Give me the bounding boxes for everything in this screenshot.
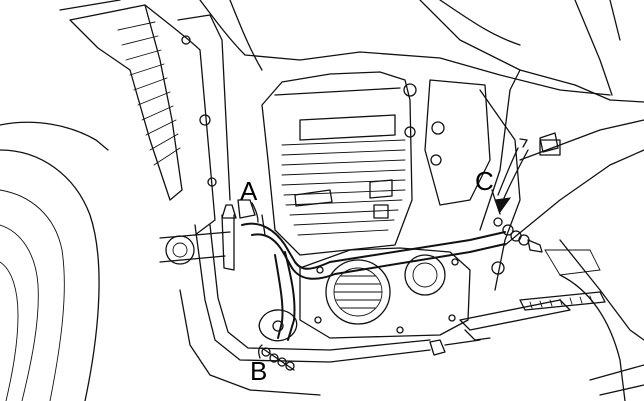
arrow-to-c <box>494 138 529 214</box>
hardware-c <box>493 217 543 253</box>
radiator-panel <box>59 0 231 236</box>
callout-label-c: C <box>475 166 494 196</box>
callout-label-b: B <box>250 356 267 386</box>
rear-frame <box>424 79 644 401</box>
engine-cylinder <box>261 71 417 256</box>
exhaust-pipes <box>179 224 431 396</box>
bolt-top-right <box>539 132 559 153</box>
frame-downtube <box>159 199 256 271</box>
frame-and-tank <box>199 0 644 231</box>
callout-label-a: A <box>240 176 258 206</box>
front-wheel <box>0 121 109 401</box>
engine-guard-bar <box>241 214 506 342</box>
engine-side-cover <box>299 247 471 339</box>
hardware-b <box>261 347 295 371</box>
footpeg <box>429 291 606 356</box>
leader-lines <box>251 189 501 359</box>
